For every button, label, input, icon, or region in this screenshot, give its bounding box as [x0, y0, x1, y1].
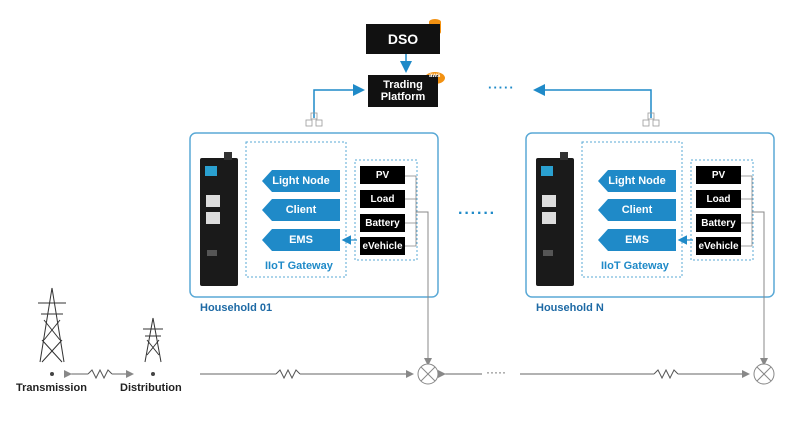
dso-label: DSO [387, 31, 419, 47]
household-n-frame [525, 132, 775, 298]
household-01-title: Household 01 [200, 302, 273, 314]
bottom-ellipsis: ····· [486, 365, 506, 379]
asset-load-01: Load [360, 190, 405, 208]
resistor-1 [87, 368, 113, 380]
gateway-group-01 [245, 141, 347, 278]
aws-badge: aws [429, 73, 441, 79]
asset-load-n: Load [696, 190, 741, 208]
asset-battery-01: Battery [360, 214, 405, 232]
asset-pv-01: PV [360, 166, 405, 184]
blockchain-icon-01 [305, 112, 323, 127]
trading-platform-box: Trading Platform [368, 75, 438, 107]
distribution-node [151, 372, 155, 376]
grid-connection-node-n [753, 363, 775, 385]
middle-ellipsis: ······ [458, 205, 496, 222]
gateway-device-icon-01 [200, 152, 238, 286]
trading-platform-label-line1: Trading [383, 79, 423, 91]
top-ellipsis: ····· [488, 80, 515, 95]
asset-evehicle-01: eVehicle [360, 237, 405, 255]
resistor-3 [653, 368, 679, 380]
household-n-uplink [533, 84, 652, 118]
asset-bracket-n [741, 175, 753, 247]
gateway-function-client-01: Client [262, 199, 340, 221]
transmission-tower-icon [38, 287, 66, 363]
gateway-function-light-node-01: Light Node [262, 170, 340, 192]
feeder-line-01 [416, 211, 432, 366]
gateway-function-client-n: Client [598, 199, 676, 221]
asset-evehicle-n: eVehicle [696, 237, 741, 255]
resistor-2 [275, 368, 301, 380]
household-01-uplink [313, 84, 365, 118]
trading-platform-label-line2: Platform [380, 91, 426, 103]
asset-group-01 [354, 159, 418, 261]
distribution-tower-icon [143, 317, 163, 363]
gateway-function-ems-n: EMS [598, 229, 676, 251]
gateway-function-ems-01: EMS [262, 229, 340, 251]
household-n-title: Household N [536, 302, 604, 314]
gateway-group-n [581, 141, 683, 278]
asset-group-n [690, 159, 754, 261]
iiot-gateway-label-n: IIoT Gateway [601, 260, 669, 272]
blockchain-icon-n [642, 112, 660, 127]
feeder-line-n [752, 211, 768, 366]
gateway-function-light-node-n: Light Node [598, 170, 676, 192]
transmission-node [50, 372, 54, 376]
transmission-label: Transmission [16, 382, 87, 394]
grid-connection-node-01 [417, 363, 439, 385]
dso-box: DSO [366, 24, 440, 54]
gateway-device-icon-n [536, 152, 574, 286]
distribution-label: Distribution [120, 382, 182, 394]
iiot-gateway-label-01: IIoT Gateway [265, 260, 333, 272]
household-01-frame [189, 132, 439, 298]
asset-bracket-01 [405, 175, 417, 247]
asset-battery-n: Battery [696, 214, 741, 232]
asset-pv-n: PV [696, 166, 741, 184]
